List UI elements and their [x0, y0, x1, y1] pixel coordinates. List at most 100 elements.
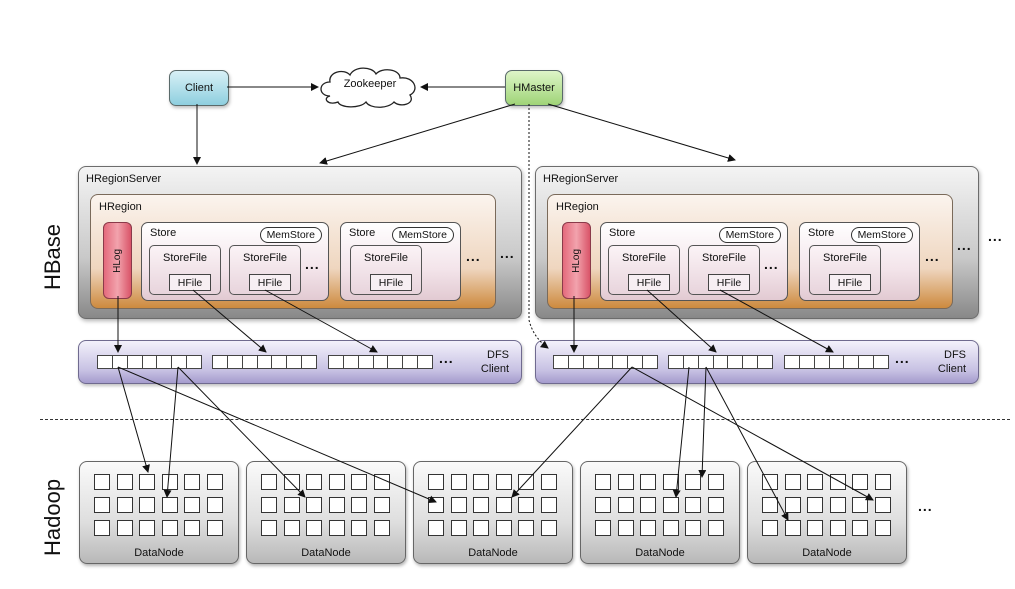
datanode-4: DataNode: [580, 461, 740, 564]
hregionserver-ellipsis: ...: [988, 228, 1003, 244]
datanode-1-block: [94, 497, 110, 513]
datanode-5-block: [829, 497, 846, 513]
hregionserver-1: HRegionServer HRegion HLog Store MemStor…: [78, 166, 522, 319]
datanode-3-block: [495, 520, 512, 536]
hregionserver-2: HRegionServer HRegion HLog Store MemStor…: [535, 166, 979, 319]
dfs-client-1-ellipsis: ...: [439, 350, 454, 366]
datanode-5-block: [762, 520, 778, 536]
store-1b-label: Store: [349, 227, 376, 239]
dfs-client-2: ... DFS Client: [535, 340, 979, 384]
dfs-client-1-label-line1: DFS: [487, 349, 509, 361]
datanode-4-block: [662, 497, 679, 513]
hregion-1: HRegion HLog Store MemStore StoreFile HF…: [90, 194, 496, 309]
hmaster-node: HMaster: [505, 70, 563, 106]
datanode-3-block: [428, 520, 444, 536]
datanode-3-block: [495, 474, 512, 490]
datanode-3-block: [450, 497, 467, 513]
datanode-3-block: [518, 474, 534, 490]
dfs-client-2-label-line2: Client: [937, 363, 966, 375]
storefile-1a-2: StoreFile HFile: [229, 245, 301, 295]
dfs-client-2-label-line1: DFS: [944, 349, 966, 361]
datanode-5-block: [852, 520, 868, 536]
datanode-4-block: [707, 520, 724, 536]
datanode-1-block: [161, 497, 178, 513]
datanode-5-block: [807, 520, 823, 536]
hlog-2-label: HLog: [571, 248, 582, 273]
dfs-client-1: ... DFS Client: [78, 340, 522, 384]
hfile-1a-1: HFile: [169, 274, 211, 291]
hregion-2: HRegion HLog Store MemStore StoreFile HF…: [547, 194, 953, 309]
memstore-2a: MemStore: [718, 227, 781, 243]
store-2b-label: Store: [808, 227, 835, 239]
datanode-1-block: [94, 474, 110, 490]
dfs-client-2-blocks-3: [784, 355, 889, 369]
datanode-1-block: [184, 497, 200, 513]
datanode-1-block: [94, 520, 110, 536]
dfs-client-1-blocks-3: [328, 355, 433, 369]
hlog-2: HLog: [562, 222, 591, 299]
storefile-2a-2-label: StoreFile: [701, 252, 747, 264]
datanode-5-block: [807, 474, 823, 490]
storefile-1a-1: StoreFile HFile: [149, 245, 221, 295]
datanode-2-block: [373, 497, 390, 513]
storefile-1b-1: StoreFile HFile: [350, 245, 422, 295]
datanode-4-block: [685, 497, 701, 513]
store-2-ellipsis: ...: [925, 248, 940, 264]
datanode-1-label: DataNode: [134, 547, 184, 559]
datanode-2-label: DataNode: [301, 547, 351, 559]
dfs-client-2-ellipsis: ...: [895, 350, 910, 366]
storefile-2a-ellipsis: ...: [764, 256, 779, 272]
datanode-1-block: [139, 474, 155, 490]
datanode-3-block: [540, 474, 557, 490]
datanode-3-block: [473, 497, 489, 513]
datanode-3-block: [540, 497, 557, 513]
datanode-4-block: [640, 474, 656, 490]
datanode-1-block: [206, 497, 223, 513]
store-2b: Store MemStore StoreFile HFile: [799, 222, 920, 301]
datanode-2-block: [283, 497, 300, 513]
datanode-5: DataNode: [747, 461, 907, 564]
datanode-1-block: [116, 520, 133, 536]
hregion-1-title: HRegion: [99, 201, 142, 213]
hlog-1: HLog: [103, 222, 132, 299]
datanode-5-block: [829, 520, 846, 536]
hregionserver-2-title: HRegionServer: [543, 173, 619, 185]
datanode-5-label: DataNode: [802, 547, 852, 559]
datanode-2-block: [351, 520, 367, 536]
hregionserver-1-title: HRegionServer: [86, 173, 162, 185]
arrow-hmaster-rs1: [319, 103, 516, 165]
datanode-4-block: [617, 497, 634, 513]
storefile-2b-1-label: StoreFile: [822, 252, 868, 264]
datanode-5-block: [874, 474, 891, 490]
storefile-1a-1-label: StoreFile: [162, 252, 208, 264]
datanode-1-block: [206, 520, 223, 536]
datanode-2: DataNode: [246, 461, 406, 564]
arrow-hmaster-rs2: [547, 103, 736, 162]
hregion-2-title: HRegion: [556, 201, 599, 213]
datanode-3: DataNode: [413, 461, 573, 564]
datanode-3-block: [495, 497, 512, 513]
datanode-4-block: [595, 520, 611, 536]
datanode-2-block: [373, 520, 390, 536]
datanode-2-block: [306, 520, 322, 536]
datanode-5-block: [852, 474, 868, 490]
datanode-5-block: [784, 520, 801, 536]
datanode-3-block: [473, 474, 489, 490]
client-label: Client: [184, 82, 214, 94]
memstore-2b: MemStore: [850, 227, 913, 243]
datanode-2-block: [328, 520, 345, 536]
dfs-client-1-label: DFS Client: [481, 348, 509, 376]
dfs-client-2-blocks-1: [553, 355, 658, 369]
hregion-2-ellipsis: ...: [957, 237, 972, 253]
zookeeper-node: Zookeeper: [316, 64, 424, 110]
datanode-4-block: [707, 474, 724, 490]
client-node: Client: [169, 70, 229, 106]
datanode-5-block: [762, 474, 778, 490]
datanode-1-block: [139, 497, 155, 513]
storefile-1b-1-label: StoreFile: [363, 252, 409, 264]
datanode-5-block: [762, 497, 778, 513]
store-1b: Store MemStore StoreFile HFile: [340, 222, 461, 301]
datanode-5-block: [829, 474, 846, 490]
datanode-4-label: DataNode: [635, 547, 685, 559]
hfile-2a-1: HFile: [628, 274, 670, 291]
